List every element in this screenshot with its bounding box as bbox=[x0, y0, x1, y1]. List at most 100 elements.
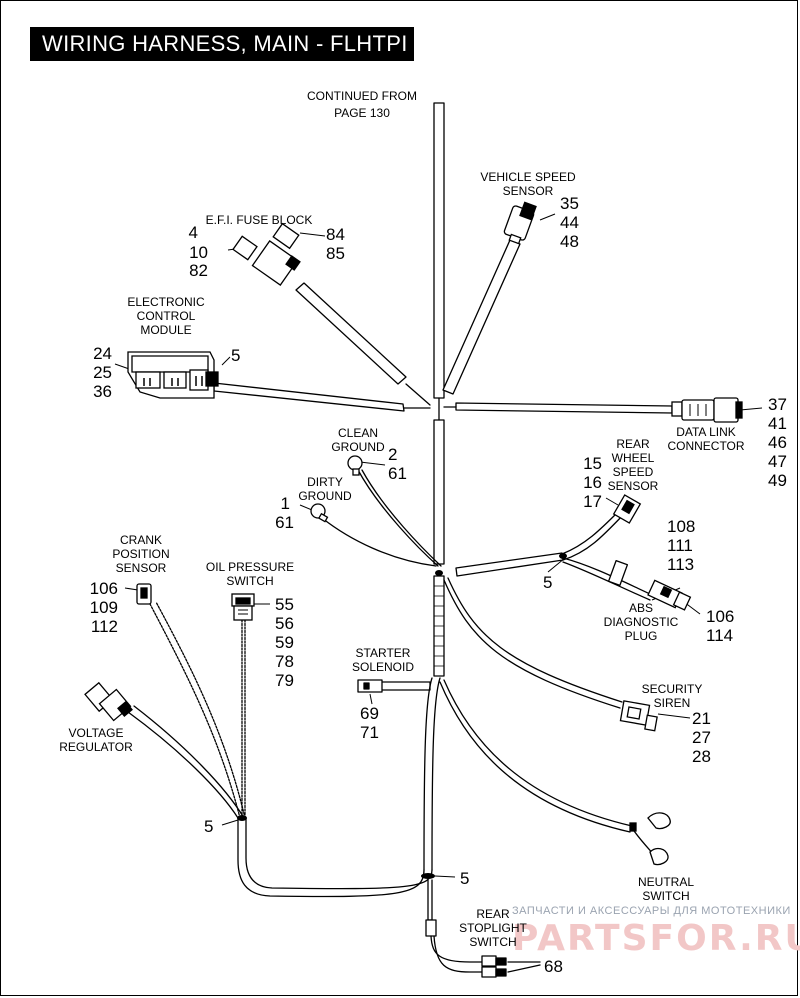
abs-num-1: 108 bbox=[667, 517, 695, 536]
clean-ground-label-1: CLEAN bbox=[338, 426, 378, 440]
ecm-branch bbox=[213, 382, 405, 412]
rwss-strap-leader bbox=[547, 557, 566, 573]
clean-num-1: 2 bbox=[388, 445, 397, 464]
abs-branch-wire-2 bbox=[562, 561, 651, 601]
rwss-branch-wire-2 bbox=[562, 513, 625, 561]
abs-num-3: 113 bbox=[667, 555, 694, 574]
stoplight-label-3: SWITCH bbox=[469, 935, 516, 949]
oil-num-1: 55 bbox=[275, 595, 294, 614]
abs-label-2: DIAGNOSTIC bbox=[604, 615, 679, 629]
neutral-label-1: NEUTRAL bbox=[638, 875, 694, 889]
rwss-num-2: 16 bbox=[583, 473, 602, 492]
left-loop-wire bbox=[237, 817, 425, 898]
left-strap-leader bbox=[221, 819, 239, 826]
stoplight-terminal-b bbox=[495, 968, 507, 977]
continued-label-1: CONTINUED FROM bbox=[307, 89, 417, 103]
continued-label-2: PAGE 130 bbox=[334, 106, 390, 120]
siren-num-3: 28 bbox=[692, 747, 711, 766]
stoplight-connector-b bbox=[481, 966, 497, 978]
stoplight-wire-a bbox=[430, 935, 483, 963]
stoplight-wire-b bbox=[433, 935, 483, 973]
neutral-wire-2 bbox=[439, 681, 631, 833]
vss-label-1: VEHICLE SPEED bbox=[480, 170, 576, 184]
rwss-label-3: SPEED bbox=[613, 465, 654, 479]
dlc-num-3: 46 bbox=[768, 433, 787, 452]
rwss-label-1: REAR bbox=[616, 437, 650, 451]
dlc-branch bbox=[455, 402, 673, 414]
lower-left-wire-2 bbox=[431, 677, 441, 871]
clean-ground-wire-2 bbox=[361, 469, 442, 567]
rwss-connector bbox=[612, 494, 642, 524]
dirty-leader bbox=[299, 504, 313, 511]
ecm-num-1: 24 bbox=[93, 344, 112, 363]
stoplight-label-1: REAR bbox=[476, 907, 510, 921]
siren-num-1: 21 bbox=[692, 709, 711, 728]
oil-num-4: 78 bbox=[275, 652, 294, 671]
stoplight-leader bbox=[507, 961, 541, 973]
efi-branch bbox=[295, 282, 407, 385]
vss-connector bbox=[503, 201, 537, 245]
watermark-text: ЗАПЧАСТИ И АКСЕССУАРЫ ДЛЯ МОТОТЕХНИКИ bbox=[512, 905, 791, 917]
main-strap bbox=[421, 873, 435, 879]
stoplight-terminal-a bbox=[495, 957, 507, 966]
efi-label: E.F.I. FUSE BLOCK bbox=[206, 213, 313, 227]
lower-left-wire bbox=[423, 677, 433, 871]
vss-num-2: 44 bbox=[560, 213, 579, 232]
vss-num-3: 48 bbox=[560, 232, 579, 251]
efi-num-3: 82 bbox=[189, 261, 208, 280]
crank-num-2: 109 bbox=[90, 598, 118, 617]
abs-num-5: 114 bbox=[706, 626, 733, 645]
ecm-strap-leader bbox=[221, 356, 231, 366]
clean-ground-label-2: GROUND bbox=[331, 440, 385, 454]
ecm-num-3: 36 bbox=[93, 382, 112, 401]
oil-pressure-connector bbox=[231, 593, 255, 621]
rwss-strap-num: 5 bbox=[543, 573, 552, 592]
trunk-strap bbox=[435, 570, 443, 576]
crank-wire bbox=[149, 603, 241, 819]
oil-num-3: 59 bbox=[275, 633, 294, 652]
siren-label-1: SECURITY bbox=[642, 682, 703, 696]
rwss-leader bbox=[605, 497, 619, 506]
efi-num-2: 10 bbox=[189, 243, 208, 262]
rwss-branch-wire bbox=[561, 509, 621, 555]
crank-label-3: SENSOR bbox=[116, 561, 167, 575]
dirty-ground-wire bbox=[321, 517, 437, 567]
crank-label-1: CRANK bbox=[120, 533, 162, 547]
vss-branch bbox=[442, 239, 521, 395]
voltage-regulator-connector bbox=[84, 681, 133, 722]
starter-num-2: 71 bbox=[360, 723, 379, 742]
crank-num-3: 112 bbox=[91, 617, 118, 636]
dlc-num-5: 49 bbox=[768, 471, 787, 490]
starter-label-2: SOLENOID bbox=[352, 660, 414, 674]
left-strap bbox=[237, 815, 247, 821]
left-strap-num: 5 bbox=[204, 817, 213, 836]
watermark-logo: PARTSFOR.RU bbox=[512, 918, 800, 959]
labels: CONTINUED FROM PAGE 130 VEHICLE SPEED SE… bbox=[59, 89, 745, 949]
starter-wire bbox=[381, 681, 431, 691]
ecm-num-2: 25 bbox=[93, 363, 112, 382]
siren-wire-2 bbox=[447, 577, 623, 703]
siren-wire bbox=[443, 579, 621, 709]
starter-label-1: STARTER bbox=[356, 646, 411, 660]
starter-num-1: 69 bbox=[360, 704, 379, 723]
dlc-label-1: DATA LINK bbox=[676, 425, 736, 439]
dlc-label-2: CONNECTOR bbox=[667, 439, 744, 453]
clean-ground-wire bbox=[357, 469, 439, 567]
oil-num-5: 79 bbox=[275, 671, 294, 690]
left-loop-wire-2 bbox=[245, 817, 433, 890]
abs-num-4: 106 bbox=[706, 607, 734, 626]
rwss-strap bbox=[559, 553, 567, 559]
dirty-ground-ring bbox=[310, 503, 329, 523]
crank-num-1: 106 bbox=[90, 579, 118, 598]
starter-terminal bbox=[363, 682, 370, 690]
clean-num-2: 61 bbox=[388, 464, 407, 483]
ecm-strap-num: 5 bbox=[231, 346, 240, 365]
vreg-label-2: REGULATOR bbox=[59, 740, 133, 754]
rwss-num-3: 17 bbox=[583, 492, 602, 511]
efi-right-leader bbox=[299, 232, 326, 237]
siren-label-2: SIREN bbox=[654, 696, 691, 710]
main-strap-leader bbox=[434, 875, 456, 878]
abs-branch-wire bbox=[562, 557, 651, 595]
stoplight-connector-a bbox=[481, 955, 497, 967]
vss-label-2: SENSOR bbox=[503, 184, 554, 198]
